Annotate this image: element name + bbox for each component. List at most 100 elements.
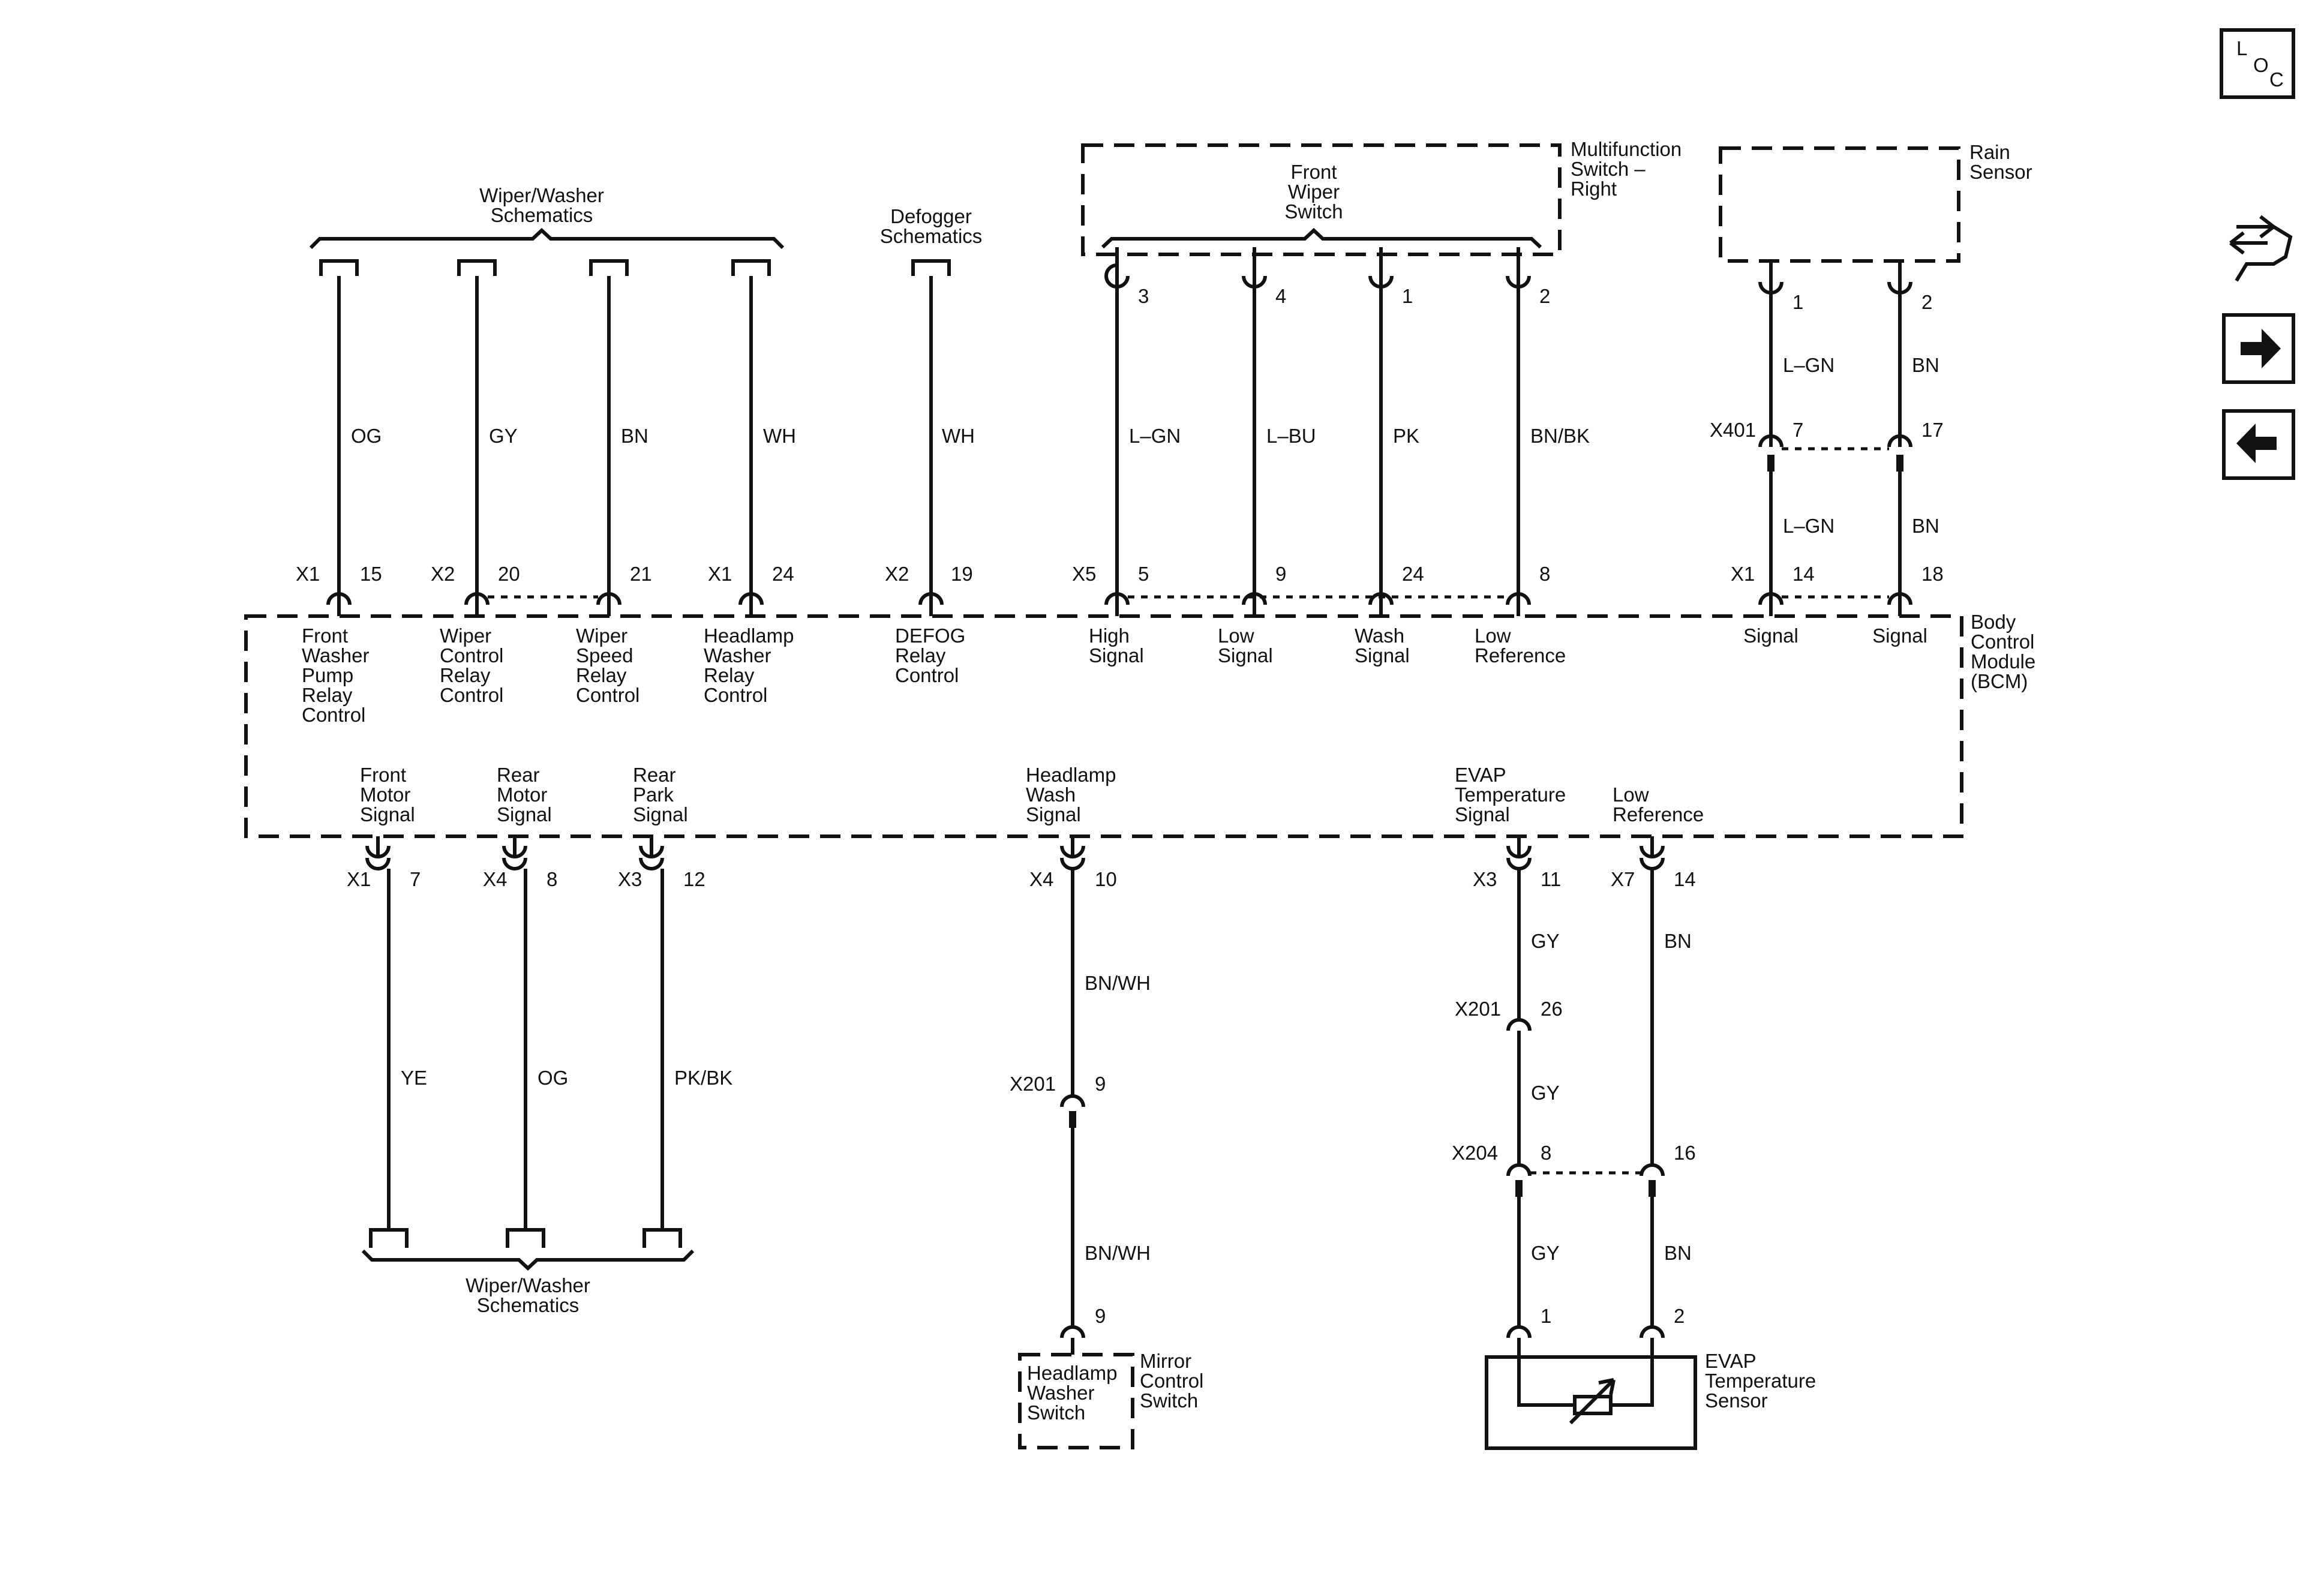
bcm-label: Body Control Module (BCM) xyxy=(1971,611,2035,692)
loc-letter-o: O xyxy=(2253,54,2269,76)
bcm-function-label: High xyxy=(1089,625,1130,647)
bcm-function-label: Temperature xyxy=(1455,784,1566,806)
wire-color: GY xyxy=(489,425,518,447)
wire-color: L–GN xyxy=(1783,354,1834,376)
wire-x2-20-gy[interactable]: GY X2 20 xyxy=(431,259,520,594)
wire-color: BN/WH xyxy=(1085,1242,1151,1264)
headlamp-washer-switch-box[interactable] xyxy=(1018,1353,1134,1449)
wire-x1-24-wh[interactable]: WH X1 24 xyxy=(708,259,796,594)
bcm-function-label: Speed xyxy=(576,644,633,667)
bcm-top-function-labels: Front Washer Pump Relay Control Wiper Co… xyxy=(302,625,1566,726)
bcm-function-label: Relay xyxy=(302,684,353,706)
arrow-right-icon[interactable] xyxy=(2222,313,2295,384)
wire-headlamp-wash-bnwh[interactable]: X4 10 BN/WH X201 9 BN/WH 9 xyxy=(1010,836,1151,1355)
pin-number: 15 xyxy=(360,563,382,585)
bcm-function-label: Signal xyxy=(1089,644,1144,667)
group-label: Wiper/Washer xyxy=(466,1274,590,1296)
wire-x1-7-ye[interactable]: X1 7 YE xyxy=(347,836,427,1248)
bcm-function-label: Headlamp xyxy=(704,625,794,647)
pin-number: 1 xyxy=(1541,1305,1551,1327)
pin-number: 9 xyxy=(1095,1073,1106,1095)
multifunction-switch-box xyxy=(1081,143,1562,256)
wire-color: GY xyxy=(1531,930,1560,952)
wire-color: BN/WH xyxy=(1085,972,1151,994)
group-label: Mirror xyxy=(1140,1350,1191,1372)
wire-color: PK xyxy=(1393,425,1419,447)
connector-id: X3 xyxy=(1473,868,1497,890)
wire-2-8-bnbk[interactable]: 2 BN/BK 8 xyxy=(1506,247,1590,594)
multifunction-switch-label: Multifunction Switch – Right xyxy=(1571,138,1682,200)
wire-x4-8-og[interactable]: X4 8 OG xyxy=(483,836,568,1248)
pin-number: 1 xyxy=(1792,291,1803,313)
bcm-label-line: Control xyxy=(1971,631,2034,653)
connector-terminal xyxy=(1758,592,1912,616)
component-label: Washer xyxy=(1027,1382,1094,1404)
rain-sensor-label: Rain Sensor xyxy=(1969,141,2032,183)
wire-evap-lowref-bn[interactable]: X7 14 BN 16 BN 2 xyxy=(1611,836,1696,1407)
wire-color: BN xyxy=(1912,354,1939,376)
pin-number: 14 xyxy=(1792,563,1815,585)
wire-x2-19-wh-defog[interactable]: WH X2 19 xyxy=(885,259,975,594)
bcm-function-label: Signal xyxy=(633,803,688,825)
wire-rain-1-lgn[interactable]: 1 L–GN X401 7 L–GN X1 14 Signal xyxy=(1710,261,1834,647)
pin-number: 8 xyxy=(1539,563,1550,585)
pin-number: 2 xyxy=(1674,1305,1685,1327)
pin-number: 2 xyxy=(1539,285,1550,307)
component-label: Sensor xyxy=(1705,1389,1768,1412)
pin-number: 14 xyxy=(1674,868,1696,890)
wire-1-24-pk[interactable]: 1 PK 24 xyxy=(1368,247,1424,594)
pin-number: 11 xyxy=(1541,868,1561,890)
bcm-function-label: Signal xyxy=(1355,644,1410,667)
wire-rain-2-bn[interactable]: 2 BN 17 BN 18 Signal xyxy=(1872,261,1944,647)
connector-id: X7 xyxy=(1611,868,1635,890)
bcm-function-label: Control xyxy=(576,684,639,706)
connector-group-link xyxy=(1782,447,1889,599)
wire-x1-15-og[interactable]: OG X1 15 xyxy=(296,259,382,594)
wire-evap-signal-gy[interactable]: X3 11 GY X201 26 GY X204 8 GY 1 xyxy=(1452,836,1575,1407)
connector-id: X3 xyxy=(618,868,642,890)
bcm-function-label: Control xyxy=(440,684,503,706)
connector-id: X2 xyxy=(431,563,455,585)
bcm-function-label: Low xyxy=(1475,625,1511,647)
wire-color: WH xyxy=(942,425,975,447)
arrow-left-icon[interactable] xyxy=(2222,409,2295,480)
connector-id: X401 xyxy=(1710,419,1756,441)
evap-sensor-label: EVAP Temperature Sensor xyxy=(1705,1350,1816,1412)
pin-number: 17 xyxy=(1921,419,1944,441)
group-label: Rain xyxy=(1969,141,2010,163)
wrench-arrows-icon[interactable] xyxy=(2229,215,2293,282)
loc-icon[interactable]: L O C xyxy=(2220,28,2295,99)
bcm-function-label: Wiper xyxy=(576,625,627,647)
group-label: Sensor xyxy=(1969,161,2032,183)
wire-4-9-lbu[interactable]: 4 L–BU 9 xyxy=(1242,247,1316,594)
group-label: Control xyxy=(1140,1370,1203,1392)
bcm-function-label: Low xyxy=(1613,784,1649,806)
wiper-washer-schematics-bottom: Wiper/Washer Schematics xyxy=(361,1249,695,1316)
wire-x3-12-pkbk[interactable]: X3 12 PK/BK xyxy=(618,836,732,1248)
connector-terminal xyxy=(1104,592,1531,616)
group-label: Front xyxy=(1290,161,1337,183)
wire-color: BN xyxy=(1912,515,1939,537)
evap-temperature-sensor[interactable] xyxy=(1485,1355,1697,1450)
bcm-function-label: Control xyxy=(302,704,365,726)
bcm-function-label: Wash xyxy=(1026,784,1076,806)
bcm-label-line: Body xyxy=(1971,611,2016,633)
wire-21-bn[interactable]: BN 21 xyxy=(589,259,652,594)
group-label: Schematics xyxy=(880,225,983,247)
group-label: Switch xyxy=(1284,200,1343,223)
pin-number: 1 xyxy=(1402,285,1413,307)
bcm-function-label: Signal xyxy=(1455,803,1510,825)
wire-3-5-lgn[interactable]: 3 L–GN X5 5 xyxy=(1072,247,1181,594)
wire-color: YE xyxy=(401,1067,427,1089)
bcm-function-label: Headlamp xyxy=(1026,764,1116,786)
pin-number: 4 xyxy=(1275,285,1286,307)
connector-id: X2 xyxy=(885,563,909,585)
pin-number: 10 xyxy=(1095,868,1117,890)
bcm-function-label: Reference xyxy=(1613,803,1704,825)
connector-terminal xyxy=(365,845,1665,858)
bcm-function-label: Signal xyxy=(1026,803,1081,825)
headlamp-washer-switch-label: Headlamp Washer Switch xyxy=(1027,1362,1117,1424)
wire-color: BN xyxy=(1664,930,1692,952)
bcm-function-label: Wash xyxy=(1355,625,1404,647)
group-label: Schematics xyxy=(491,204,593,226)
